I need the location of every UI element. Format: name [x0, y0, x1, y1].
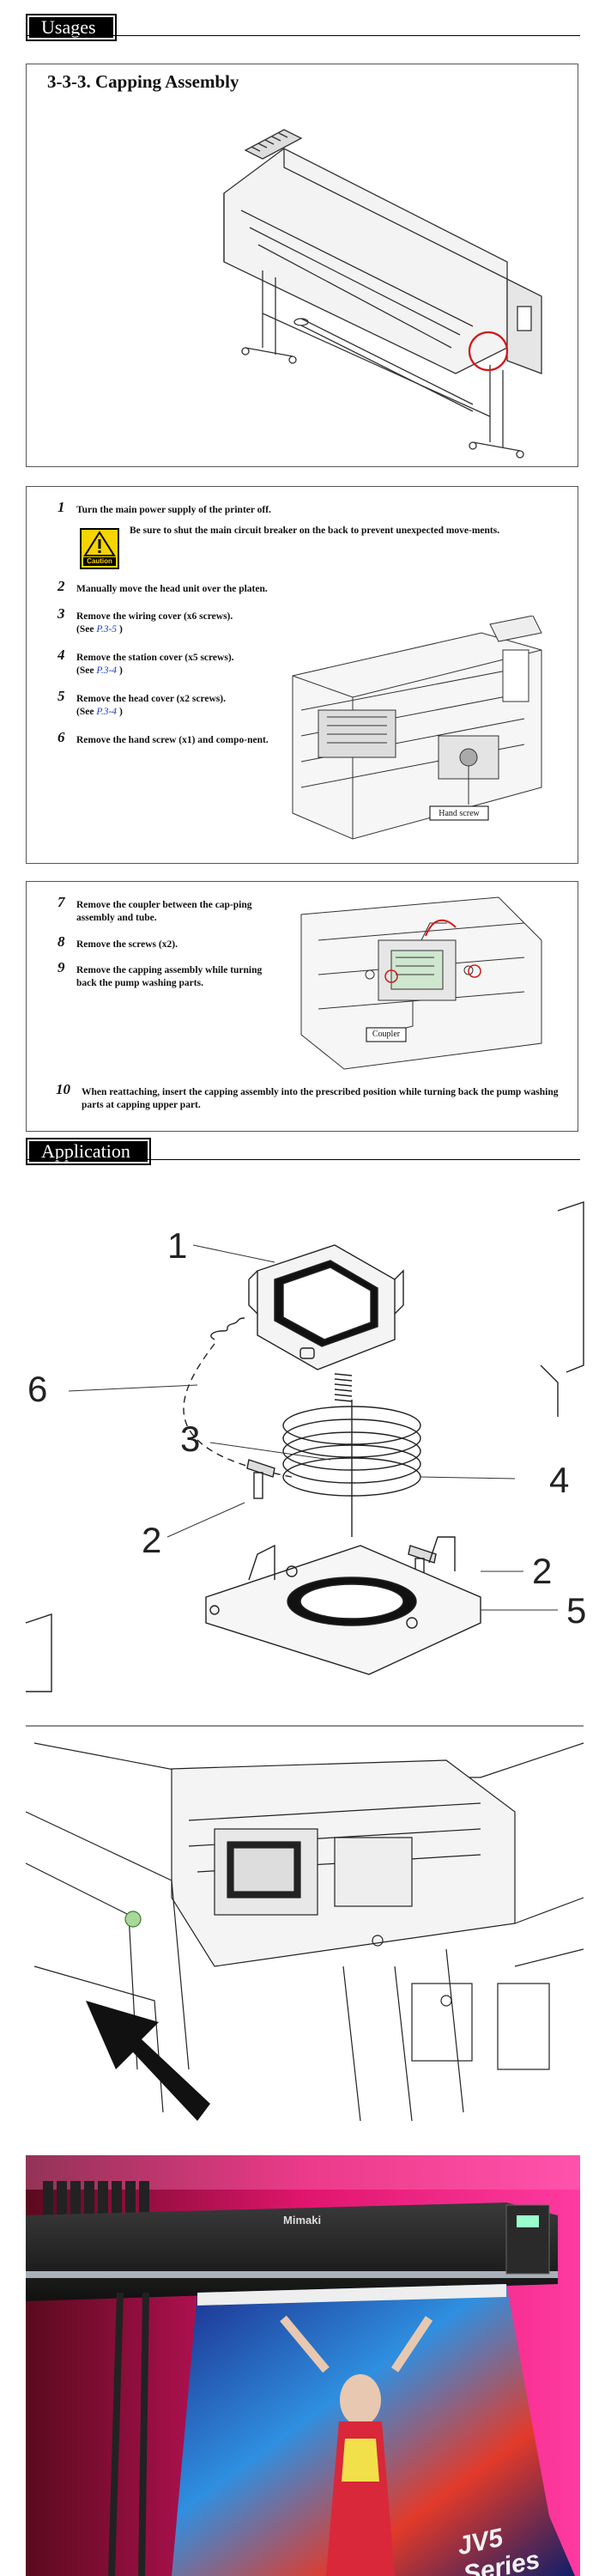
step-4-ref-link[interactable]: P.3-4: [96, 665, 118, 676]
step-5-end: ): [117, 707, 123, 717]
step-1: 1 Turn the main power supply of the prin…: [57, 500, 557, 517]
step-4-number: 4: [57, 647, 65, 663]
step-10: 10 When reattaching, insert the capping …: [56, 1082, 562, 1112]
exploded-label-6: 6: [27, 1369, 47, 1409]
step-6-number: 6: [57, 729, 65, 745]
step-2: 2 Manually move the head unit over the p…: [57, 579, 557, 596]
step-1-number: 1: [57, 499, 65, 515]
exploded-label-5: 5: [566, 1590, 586, 1631]
step-8: 8 Remove the screws (x2).: [57, 934, 274, 951]
caution-text: Be sure to shut the main circuit breaker…: [130, 526, 500, 536]
coupler-callout: Coupler: [372, 1030, 401, 1039]
step-8-number: 8: [57, 933, 65, 950]
step-7-number: 7: [57, 894, 65, 910]
step-10-number: 10: [56, 1081, 70, 1097]
step-5-text: Remove the head cover (x2 screws).: [76, 694, 226, 704]
caution-label: Caution: [87, 557, 112, 565]
step-9: 9 Remove the capping assembly while turn…: [57, 960, 274, 990]
capping-installed-view: [25, 1725, 584, 2122]
step-3: 3 Remove the wiring cover (x6 screws). (…: [57, 606, 282, 636]
step-6: 6 Remove the hand screw (x1) and compo-n…: [57, 730, 282, 747]
step-2-text: Manually move the head unit over the pla…: [76, 584, 268, 594]
step-5: 5 Remove the head cover (x2 screws). (Se…: [57, 689, 282, 719]
head-unit-drawing: [292, 616, 542, 840]
section-title: 3-3-3. Capping Assembly: [47, 71, 239, 92]
step-7-text: Remove the coupler between the cap-ping …: [76, 900, 252, 923]
printer-overview-drawing: [223, 129, 542, 459]
step-5-ref-link[interactable]: P.3-4: [96, 707, 118, 717]
step-4-see: (See: [76, 665, 97, 676]
capping-overview-panel: 3-3-3. Capping Assembly: [26, 64, 578, 467]
header-rule: [26, 35, 580, 36]
exploded-label-3: 3: [180, 1419, 200, 1459]
application-header: Application: [26, 1138, 580, 1165]
printer-photo-illustration: [26, 2155, 580, 2576]
brand-logo: Mimaki: [283, 2214, 322, 2227]
header-rule: [26, 1159, 580, 1160]
exploded-label-2b: 2: [532, 1551, 552, 1591]
usages-header-label: Usages: [26, 14, 117, 41]
printer-photo: Mimaki JV5 Series: [26, 2155, 580, 2576]
application-header-label: Application: [26, 1138, 151, 1165]
step-3-text: Remove the wiring cover (x6 screws).: [76, 611, 233, 622]
step-1-text: Turn the main power supply of the printe…: [76, 505, 271, 515]
exploded-label-2a: 2: [142, 1520, 161, 1560]
step-9-text: Remove the capping assembly while turnin…: [76, 965, 263, 988]
capping-exploded-view: 1 6 3 4 2 2 5: [25, 1201, 586, 1692]
caution-icon: Caution: [80, 528, 119, 569]
step-3-end: ): [117, 624, 123, 635]
step-2-number: 2: [57, 578, 65, 594]
exploded-label-4: 4: [549, 1460, 569, 1500]
capping-coupler-drawing: [300, 896, 542, 1070]
step-5-number: 5: [57, 688, 65, 704]
step-4-text: Remove the station cover (x5 screws).: [76, 653, 234, 663]
usages-header: Usages: [26, 14, 580, 41]
step-3-see: (See: [76, 624, 97, 635]
step-3-number: 3: [57, 605, 65, 622]
step-10-text: When reattaching, insert the capping ass…: [82, 1087, 559, 1110]
step-4-end: ): [117, 665, 123, 676]
step-3-ref-link[interactable]: P.3-5: [96, 624, 118, 635]
hand-screw-callout: Hand screw: [439, 809, 480, 818]
step-7: 7 Remove the coupler between the cap-pin…: [57, 895, 274, 925]
step-6-text: Remove the hand screw (x1) and compo-nen…: [76, 735, 269, 745]
step-4: 4 Remove the station cover (x5 screws). …: [57, 647, 282, 677]
step-5-see: (See: [76, 707, 97, 717]
step-9-number: 9: [57, 959, 65, 975]
steps-panel-2: 7 Remove the coupler between the cap-pin…: [26, 881, 578, 1132]
step-8-text: Remove the screws (x2).: [76, 939, 178, 950]
steps-panel-1: 1 Turn the main power supply of the prin…: [26, 486, 578, 864]
exploded-label-1: 1: [167, 1225, 187, 1266]
